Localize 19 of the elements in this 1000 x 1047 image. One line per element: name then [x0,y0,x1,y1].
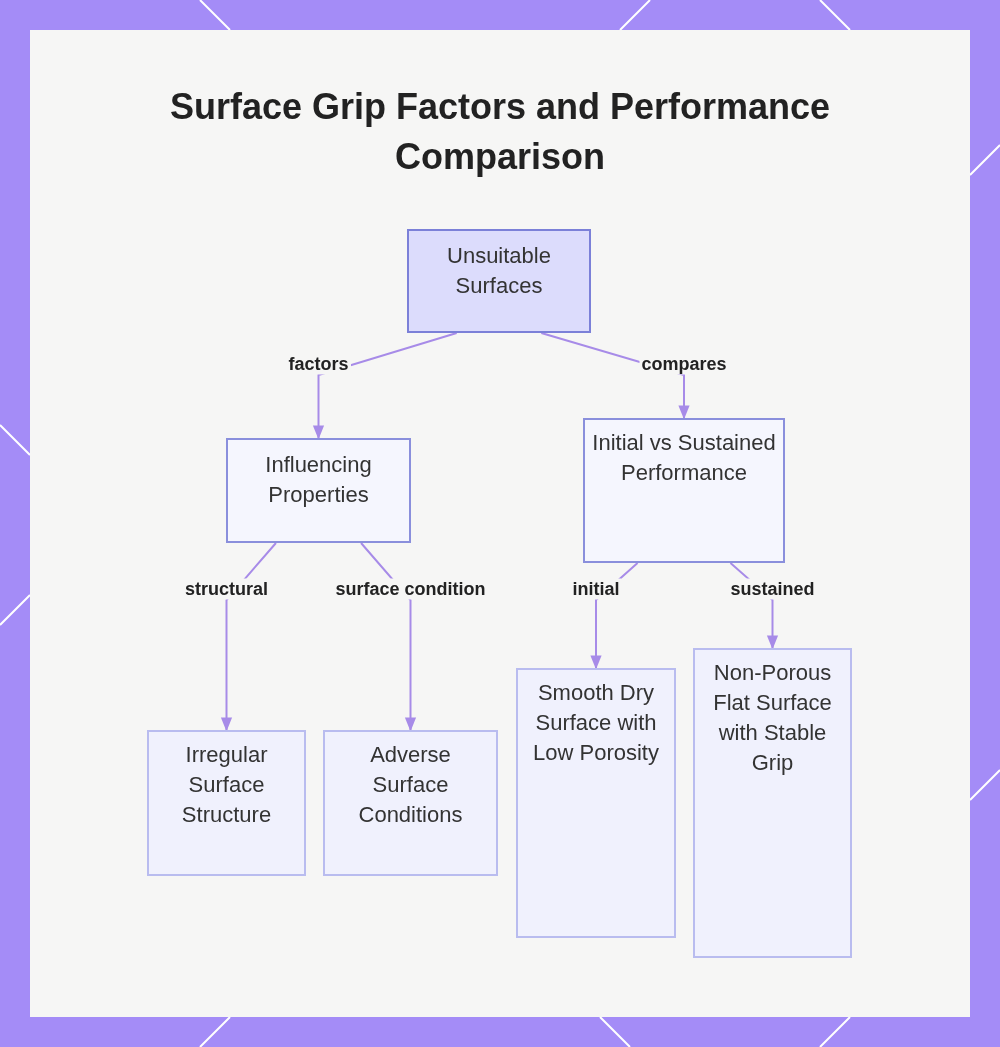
node-text: Smooth Dry Surface with Low Porosity [532,679,660,767]
concept-box [693,648,852,958]
node-text: Adverse Surface Conditions [357,741,464,829]
concept-box [323,730,498,876]
concept-box [226,438,411,543]
node-text: Unsuitable Surfaces [446,242,552,300]
edge-label: surface condition [333,578,488,600]
concept-box [516,668,676,938]
title: Surface Grip Factors and Performance Comparison [168,85,832,179]
node-text: Initial vs Sustained Performance [591,429,777,487]
edge-label: structural [183,578,270,600]
node-text: Non-Porous Flat Surface with Stable Grip [712,659,833,777]
edge-label: sustained [728,578,817,600]
concept-box [407,229,591,333]
concept-box [147,730,306,876]
edge-label: initial [570,578,622,600]
concept-box [583,418,785,563]
node-text: Influencing Properties [264,451,373,509]
node-text: Irregular Surface Structure [180,741,273,829]
